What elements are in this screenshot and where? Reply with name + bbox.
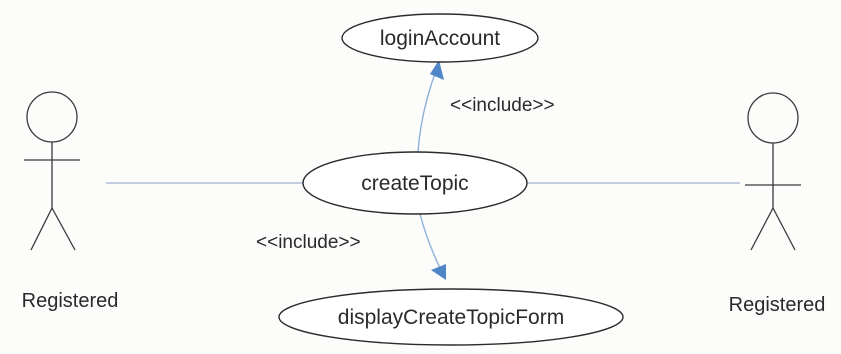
include-arrowhead-bottom	[431, 264, 446, 280]
use-case-login-account[interactable]: loginAccount	[341, 13, 539, 63]
use-case-display-form-ellipse	[278, 288, 624, 346]
use-case-create-topic[interactable]: createTopic	[302, 151, 528, 215]
include-arrow-top	[417, 67, 438, 153]
use-case-display-form-label: displayCreateTopicForm	[338, 306, 564, 329]
include-label-top: <<include>>	[450, 95, 555, 116]
use-case-create-topic-ellipse	[302, 151, 528, 215]
actor-right-leg-left	[750, 207, 774, 251]
actor-left-head	[26, 91, 78, 143]
actor-right-leg-right	[772, 207, 796, 251]
include-arrow-bottom	[419, 213, 443, 273]
actor-left[interactable]: Registered	[22, 91, 119, 312]
actor-left-leg-right	[51, 207, 76, 251]
actor-right-label: Registered	[729, 294, 826, 316]
include-label-bottom: <<include>>	[256, 232, 361, 253]
actor-right[interactable]: Registered	[729, 92, 826, 316]
actor-left-leg-left	[30, 207, 53, 251]
include-arrowhead-top	[430, 60, 444, 80]
actor-left-label: Registered	[22, 290, 119, 312]
use-case-create-topic-label: createTopic	[361, 172, 468, 195]
use-case-login-account-ellipse	[341, 13, 539, 63]
use-case-login-account-label: loginAccount	[380, 27, 500, 50]
actor-right-head	[747, 92, 799, 144]
use-case-display-create-topic-form[interactable]: displayCreateTopicForm	[278, 288, 624, 346]
